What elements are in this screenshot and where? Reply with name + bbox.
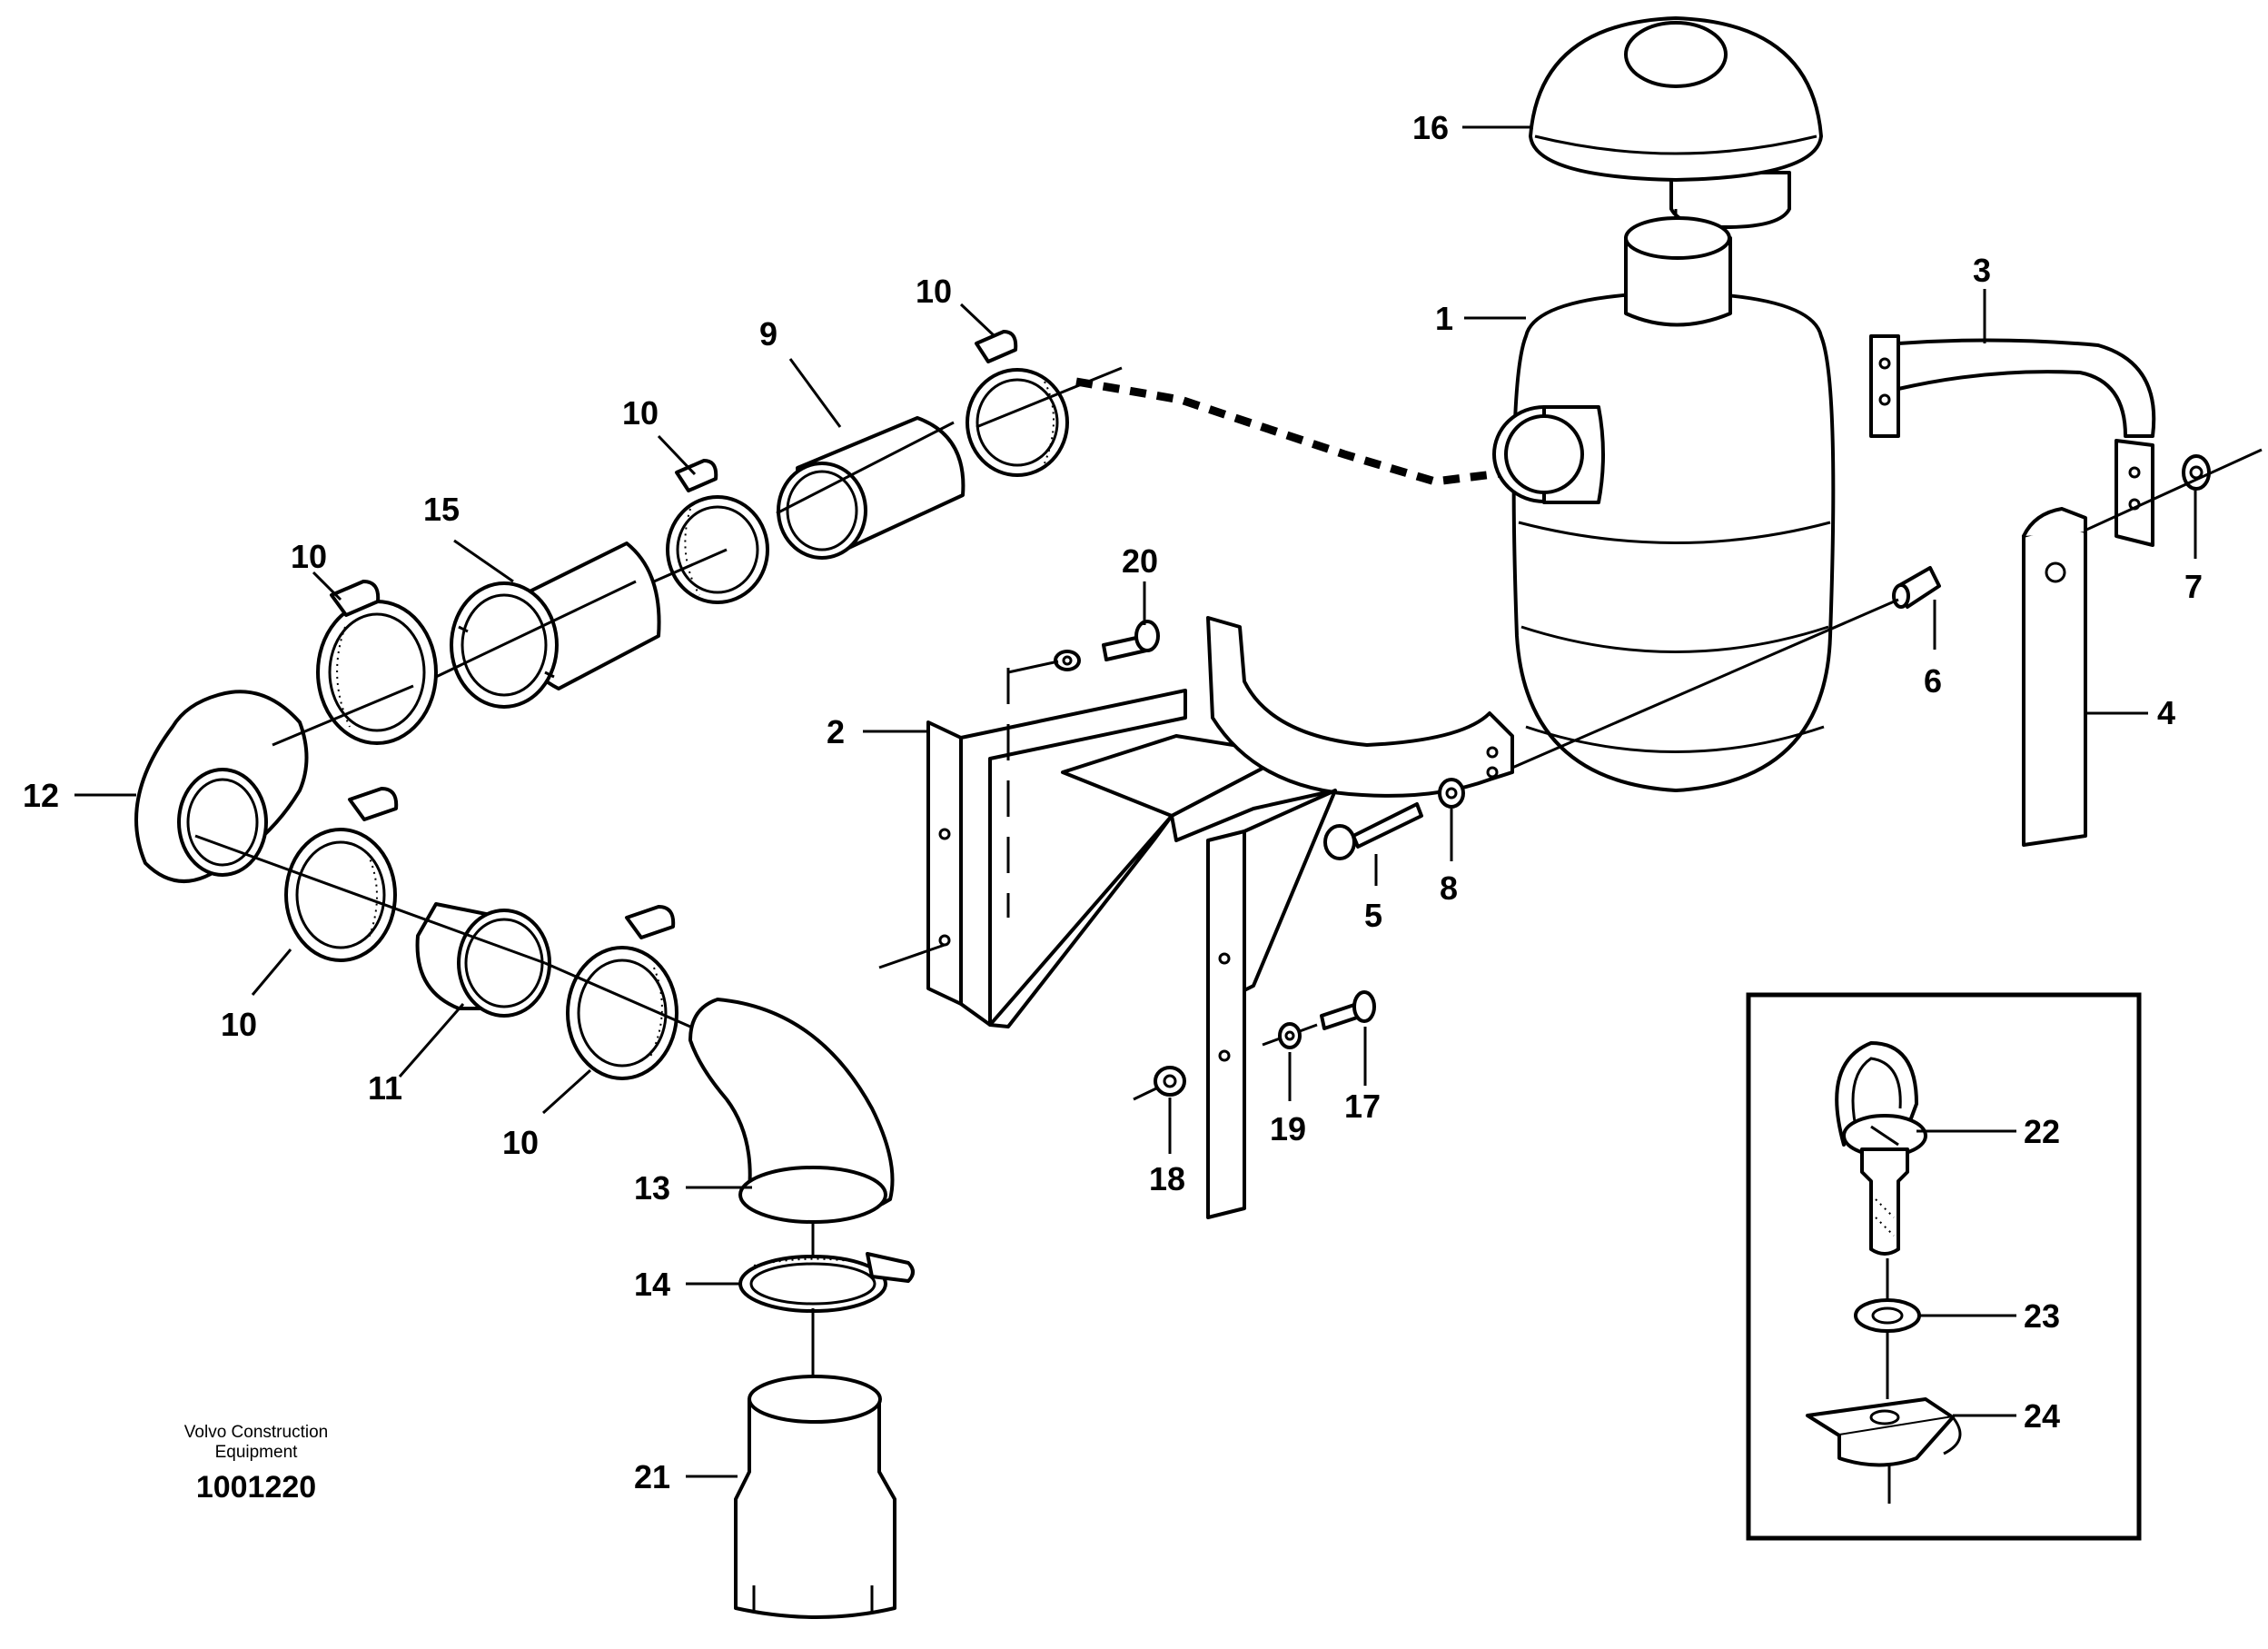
callout-15: 15 xyxy=(423,491,460,528)
part-2-mounting-bracket xyxy=(878,616,1514,1219)
part-11-sleeve xyxy=(415,902,551,1018)
callout-9: 9 xyxy=(759,315,777,353)
part-6-spacer xyxy=(1511,566,1941,770)
part-21-outlet-pipe xyxy=(734,1375,896,1619)
part-24-spring-clip xyxy=(1806,1258,1962,1504)
callout-17: 17 xyxy=(1344,1088,1381,1125)
callout-13: 13 xyxy=(634,1169,670,1207)
callout-7: 7 xyxy=(2184,568,2203,605)
callout-22: 22 xyxy=(2024,1113,2060,1150)
callout-24: 24 xyxy=(2024,1397,2060,1435)
callout-18: 18 xyxy=(1149,1160,1185,1197)
part-16-precleaner-cap xyxy=(1529,16,1823,268)
part-10-clamp-d xyxy=(284,787,399,962)
part-10-clamp-b xyxy=(666,459,769,604)
part-15-reducer-sleeve xyxy=(450,541,661,709)
callout-6: 6 xyxy=(1924,662,1942,700)
drawing-number: 1001220 xyxy=(196,1470,316,1505)
callout-10-e: 10 xyxy=(502,1124,539,1161)
part-8-washer xyxy=(1438,778,1465,809)
company-name-line2: Equipment xyxy=(215,1443,299,1462)
callout-10-d: 10 xyxy=(221,1006,257,1043)
callout-10-c: 10 xyxy=(291,538,327,575)
part-23-washer xyxy=(1854,1298,1921,1333)
part-3-strap-band xyxy=(1869,334,2156,547)
callout-23: 23 xyxy=(2024,1297,2060,1335)
callout-8: 8 xyxy=(1440,869,1458,907)
part-4-strap xyxy=(2022,507,2087,847)
part-20-bolt xyxy=(1007,620,1160,674)
part-22-quick-release-pin xyxy=(1835,1041,1927,1256)
part-12-elbow xyxy=(134,690,309,883)
part-7-nut xyxy=(2052,448,2263,547)
callout-3: 3 xyxy=(1973,252,1991,289)
inset-box xyxy=(1746,992,2142,1541)
part-14-hose-clamp xyxy=(738,1252,915,1313)
part-9-hose xyxy=(777,416,966,560)
part-17-bolt xyxy=(1262,990,1376,1047)
part-1-air-cleaner-body xyxy=(1492,216,1836,792)
callout-20: 20 xyxy=(1122,542,1158,580)
callout-labels: 16 1 3 7 6 4 5 8 2 20 9 10 10 15 10 12 1… xyxy=(23,109,2203,1495)
leader-lines xyxy=(74,125,2197,1478)
dashed-hose-line xyxy=(1075,377,1509,486)
callout-1: 1 xyxy=(1435,300,1453,337)
callout-2: 2 xyxy=(827,713,845,750)
callout-10-b: 10 xyxy=(622,394,659,432)
callout-19: 19 xyxy=(1270,1110,1306,1147)
part-18-nut xyxy=(1133,1066,1186,1101)
part-10-clamp-a xyxy=(966,330,1069,477)
company-name-line1: Volvo Construction xyxy=(184,1423,328,1442)
callout-4: 4 xyxy=(2157,694,2175,731)
part-19-washer xyxy=(1278,1022,1302,1049)
part-10-clamp-e xyxy=(566,905,678,1080)
callout-16: 16 xyxy=(1412,109,1449,146)
callout-10-a: 10 xyxy=(916,273,952,310)
part-10-clamp-c xyxy=(316,580,438,745)
callout-5: 5 xyxy=(1364,897,1382,934)
callout-11: 11 xyxy=(368,1069,402,1107)
drawing-footer: Volvo Construction Equipment 1001220 xyxy=(184,1423,328,1505)
callout-14: 14 xyxy=(634,1266,670,1303)
callout-21: 21 xyxy=(634,1458,670,1495)
callout-12: 12 xyxy=(23,777,59,814)
assembly-center-lines xyxy=(194,366,1123,1376)
part-5-bolt xyxy=(1323,802,1423,860)
